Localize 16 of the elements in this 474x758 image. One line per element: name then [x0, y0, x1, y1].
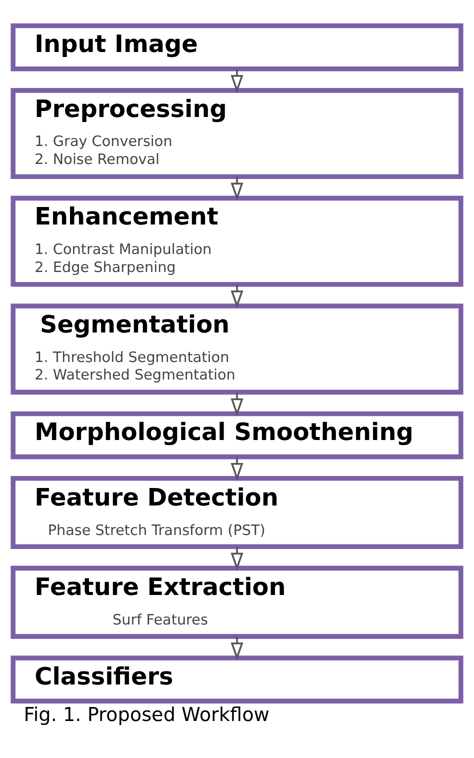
arrow [230, 284, 244, 308]
arrow [230, 392, 244, 416]
node-box: Segmentation 1. Threshold Segmentation 2. Watershed Segmentation [10, 304, 464, 395]
arrow [230, 456, 244, 481]
node-box: Feature Detection Phase Stretch Transform (PST) [10, 476, 464, 550]
arrow [230, 546, 244, 571]
node-box: Preprocessing 1. Gray Conversion 2. Noise Removal [10, 88, 464, 180]
node-box: Morphological Smoothening [10, 411, 464, 460]
node-box: Input Image [10, 23, 464, 72]
arrow [230, 636, 244, 660]
node-box: Feature Extraction Surf Features [10, 566, 464, 639]
arrow [230, 176, 244, 201]
node-box: Enhancement 1. Contrast Manipulation 2. Edge Sharpening [10, 196, 464, 287]
caption: Fig. 1. Proposed Workflow [24, 703, 270, 726]
node-box: Classifiers [10, 656, 464, 704]
arrow [230, 69, 244, 93]
